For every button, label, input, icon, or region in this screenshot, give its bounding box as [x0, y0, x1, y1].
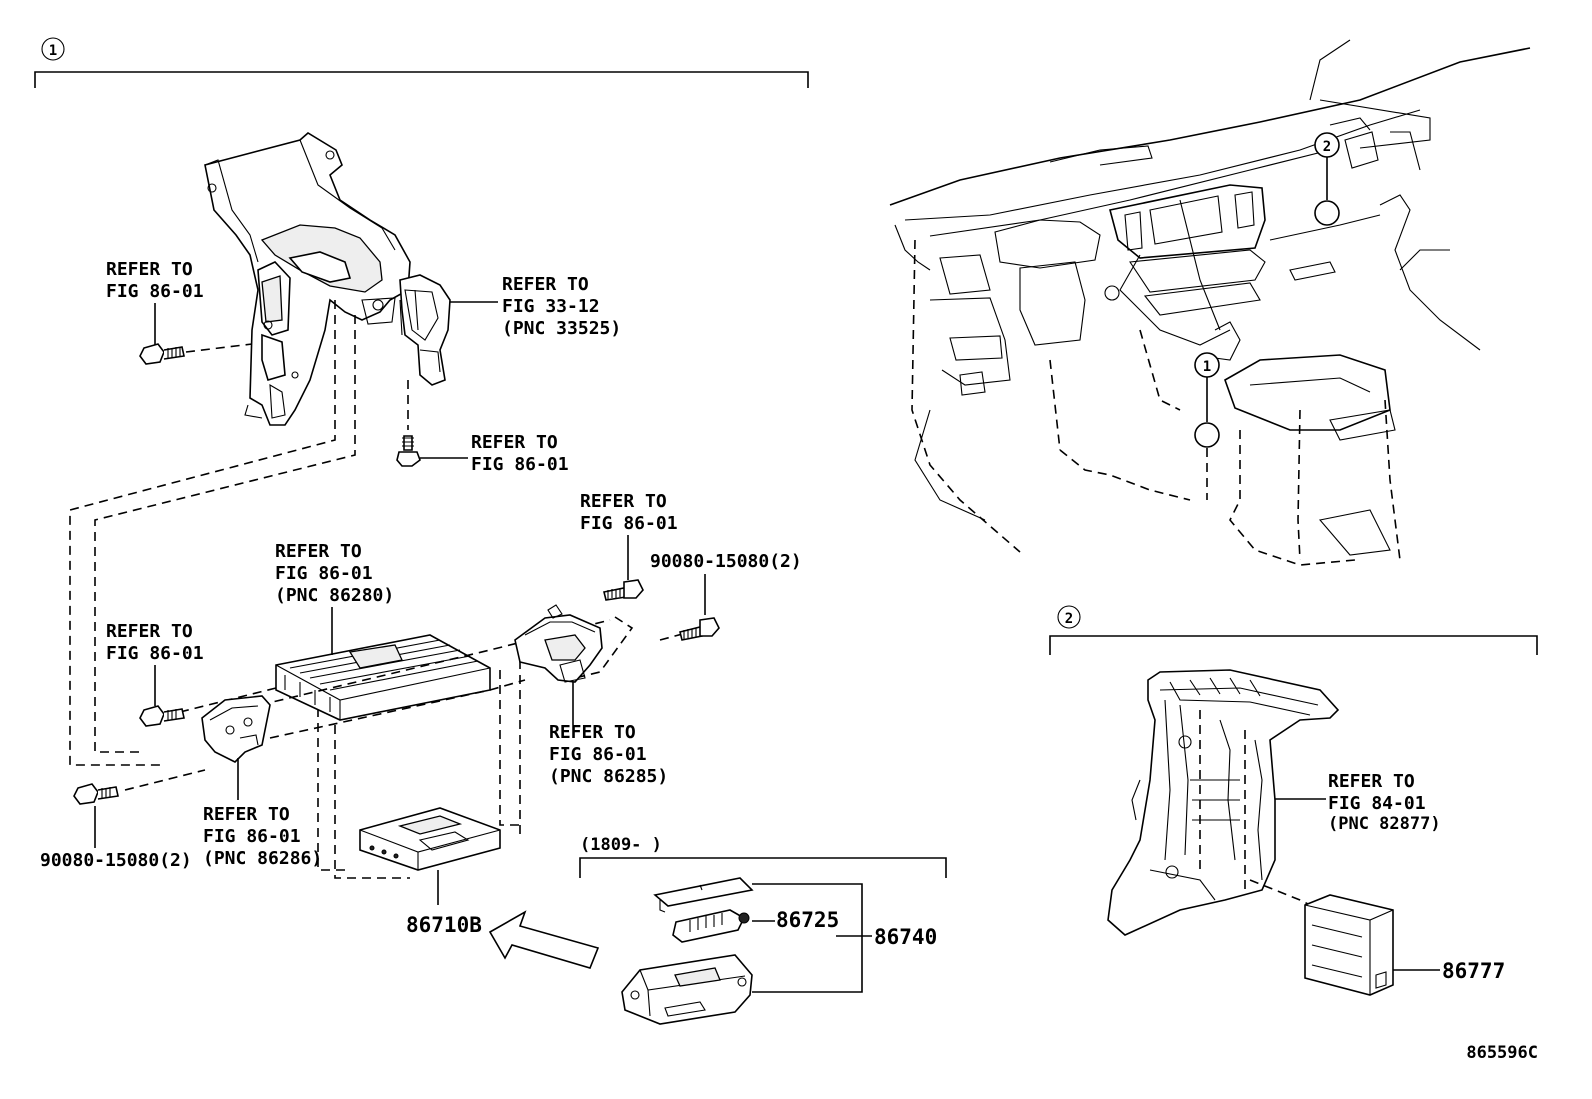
label-part-86725: 86725 — [776, 908, 839, 932]
svg-text:(PNC 86286): (PNC 86286) — [203, 848, 322, 869]
callout-marker-2: 2 — [1314, 132, 1340, 226]
section-2-header: 2 — [1049, 605, 1538, 655]
svg-text:REFER TO: REFER TO — [203, 804, 290, 825]
label-part-86710b: 86710B — [406, 870, 482, 937]
bracket-86286 — [201, 695, 271, 763]
svg-text:86710B: 86710B — [406, 913, 482, 937]
svg-text:FIG 84-01: FIG 84-01 — [1328, 793, 1426, 814]
bolt-right-lower — [679, 617, 720, 641]
svg-text:2: 2 — [1323, 139, 1331, 155]
label-refer-bolt-mid: REFER TO FIG 86-01 — [420, 432, 569, 475]
label-bolt-left-pn: 90080-15080(2) — [40, 806, 192, 871]
label-refer-bolt-right: REFER TO FIG 86-01 — [580, 491, 678, 580]
svg-text:REFER TO: REFER TO — [580, 491, 667, 512]
label-bolt-right-pn: 90080-15080(2) — [650, 551, 802, 615]
svg-text:FIG 33-12: FIG 33-12 — [502, 296, 600, 317]
label-refer-console: REFER TO FIG 84-01 (PNC 82877) — [1275, 771, 1441, 834]
bolt-mid — [396, 380, 421, 467]
label-refer-bracket-right: REFER TO FIG 33-12 (PNC 33525) — [450, 274, 621, 339]
svg-text:865596C: 865596C — [1466, 1043, 1538, 1063]
part-86777-module — [1304, 894, 1394, 996]
svg-text:REFER TO: REFER TO — [1328, 771, 1415, 792]
part-86740-cover — [653, 877, 754, 913]
svg-text:(PNC 33525): (PNC 33525) — [502, 318, 621, 339]
dashboard-view — [889, 39, 1531, 566]
part-86725-connector — [672, 909, 750, 943]
label-refer-bracket-left: REFER TO FIG 86-01 — [106, 259, 204, 345]
callout-marker-1: 1 — [1194, 352, 1220, 500]
callout-1: 1 — [49, 43, 57, 59]
svg-text:FIG 86-01: FIG 86-01 — [106, 281, 204, 302]
svg-text:FIG 86-01: FIG 86-01 — [549, 744, 647, 765]
bracket-86285 — [514, 604, 603, 683]
label-refer-bracket-86286: REFER TO FIG 86-01 (PNC 86286) — [203, 758, 322, 869]
leader-86740 — [752, 883, 872, 993]
bolt-right-upper — [603, 579, 644, 601]
svg-text:(PNC 86285): (PNC 86285) — [549, 766, 668, 787]
label-part-86777: 86777 — [1393, 959, 1505, 983]
section-1-header: 1 — [34, 37, 809, 88]
part-86710b-box — [359, 807, 501, 871]
label-refer-amp: REFER TO FIG 86-01 (PNC 86280) — [275, 541, 394, 655]
label-part-86740: 86740 — [874, 925, 937, 949]
svg-text:REFER TO: REFER TO — [471, 432, 558, 453]
svg-text:1: 1 — [1203, 359, 1211, 375]
label-refer-bracket-86285: REFER TO FIG 86-01 (PNC 86285) — [549, 682, 668, 787]
bolt-top-left — [139, 343, 253, 365]
svg-text:86725: 86725 — [776, 908, 839, 932]
svg-text:FIG 86-01: FIG 86-01 — [471, 454, 569, 475]
svg-text:FIG 86-01: FIG 86-01 — [275, 563, 373, 584]
svg-text:(PNC 86280): (PNC 86280) — [275, 585, 394, 606]
bolt-left-upper — [139, 705, 185, 727]
svg-text:(PNC 82877): (PNC 82877) — [1328, 814, 1441, 834]
svg-text:86740: 86740 — [874, 925, 937, 949]
console-panel — [1107, 669, 1340, 936]
svg-text:REFER TO: REFER TO — [106, 259, 193, 280]
svg-text:FIG 86-01: FIG 86-01 — [106, 643, 204, 664]
callout-2: 2 — [1065, 611, 1073, 627]
svg-text:86777: 86777 — [1442, 959, 1505, 983]
bolt-left-lower — [73, 783, 119, 805]
svg-text:90080-15080(2): 90080-15080(2) — [40, 850, 192, 871]
svg-text:REFER TO: REFER TO — [502, 274, 589, 295]
dashed-guides — [69, 300, 522, 879]
svg-text:FIG 86-01: FIG 86-01 — [580, 513, 678, 534]
svg-text:REFER TO: REFER TO — [549, 722, 636, 743]
upper-bracket — [204, 132, 451, 426]
svg-text:90080-15080(2): 90080-15080(2) — [650, 551, 802, 572]
part-86740-tray — [621, 954, 753, 1025]
svg-text:FIG 86-01: FIG 86-01 — [203, 826, 301, 847]
label-refer-bolt-left: REFER TO FIG 86-01 — [106, 621, 204, 706]
arrow-to-86710b — [488, 910, 600, 969]
date-range-group: (1809- ) — [579, 835, 947, 878]
svg-text:REFER TO: REFER TO — [275, 541, 362, 562]
svg-text:(1809- ): (1809- ) — [580, 835, 662, 855]
diagram-id: 865596C — [1466, 1043, 1538, 1063]
amplifier-unit — [275, 634, 491, 721]
svg-text:REFER TO: REFER TO — [106, 621, 193, 642]
